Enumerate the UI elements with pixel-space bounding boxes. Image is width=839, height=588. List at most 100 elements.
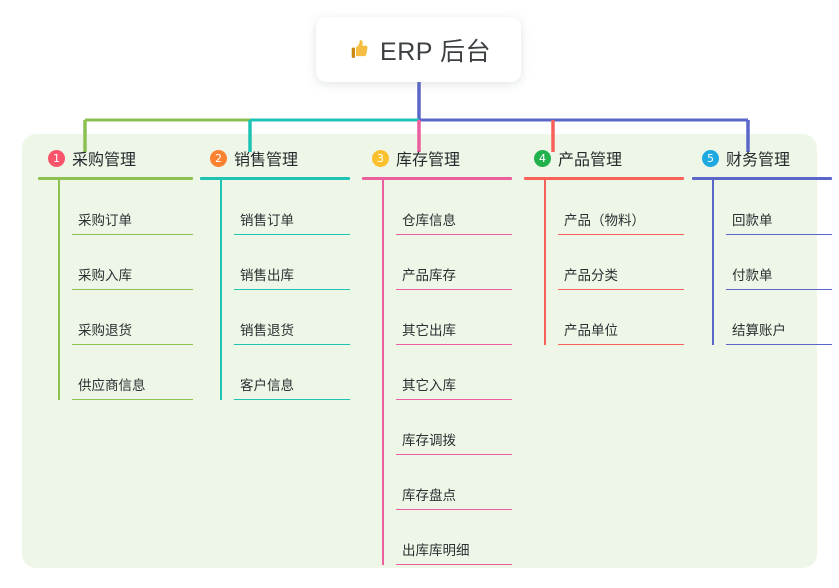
column-items: 回款单付款单结算账户 bbox=[692, 180, 832, 345]
column-item-label: 采购订单 bbox=[78, 212, 132, 228]
column-item-underline bbox=[234, 398, 350, 400]
column-items: 仓库信息产品库存其它出库其它入库库存调拨库存盘点出库库明细 bbox=[362, 180, 512, 565]
column-item-label: 仓库信息 bbox=[402, 212, 456, 228]
column-item-label: 库存调拨 bbox=[402, 432, 456, 448]
column-item-label: 其它入库 bbox=[402, 377, 456, 393]
column-item-label: 产品单位 bbox=[564, 322, 618, 338]
column-item-underline bbox=[72, 288, 193, 290]
column-item[interactable]: 出库库明细 bbox=[382, 510, 512, 565]
column-item[interactable]: 销售出库 bbox=[220, 235, 350, 290]
column-header[interactable]: 5 财务管理 bbox=[692, 146, 832, 170]
column-number-badge: 4 bbox=[534, 149, 551, 167]
thumbs-up-icon bbox=[346, 37, 371, 62]
column-item[interactable]: 供应商信息 bbox=[58, 345, 193, 400]
column-item[interactable]: 结算账户 bbox=[712, 290, 832, 345]
column-item[interactable]: 产品单位 bbox=[544, 290, 684, 345]
column-销售管理: 2 销售管理销售订单销售出库销售退货客户信息 bbox=[200, 146, 350, 400]
root-node-card[interactable]: ERP 后台 bbox=[316, 17, 521, 82]
column-item-underline bbox=[234, 288, 350, 290]
column-item-label: 销售订单 bbox=[240, 212, 294, 228]
column-item[interactable]: 付款单 bbox=[712, 235, 832, 290]
column-header-underline bbox=[362, 177, 512, 180]
column-header[interactable]: 4 产品管理 bbox=[524, 146, 684, 170]
column-item-underline bbox=[234, 233, 350, 235]
column-财务管理: 5 财务管理回款单付款单结算账户 bbox=[692, 146, 832, 345]
column-item[interactable]: 采购入库 bbox=[58, 235, 193, 290]
column-title: 销售管理 bbox=[234, 152, 299, 169]
column-item[interactable]: 其它入库 bbox=[382, 345, 512, 400]
column-item-label: 销售退货 bbox=[240, 322, 294, 338]
column-header[interactable]: 1 采购管理 bbox=[38, 146, 193, 170]
column-item[interactable]: 产品分类 bbox=[544, 235, 684, 290]
column-title: 产品管理 bbox=[558, 152, 623, 169]
column-item-label: 出库库明细 bbox=[402, 542, 470, 558]
column-spine bbox=[712, 180, 714, 345]
column-item-label: 库存盘点 bbox=[402, 487, 456, 503]
column-spine bbox=[58, 180, 60, 400]
column-item-label: 客户信息 bbox=[240, 377, 294, 393]
column-spine bbox=[544, 180, 546, 345]
column-item[interactable]: 产品（物料） bbox=[544, 180, 684, 235]
column-item-label: 产品库存 bbox=[402, 267, 456, 283]
column-header-underline bbox=[524, 177, 684, 180]
column-item-underline bbox=[558, 288, 684, 290]
column-item-label: 采购退货 bbox=[78, 322, 132, 338]
column-items: 产品（物料） 产品分类产品单位 bbox=[524, 180, 684, 345]
column-item[interactable]: 回款单 bbox=[712, 180, 832, 235]
column-item[interactable]: 库存调拨 bbox=[382, 400, 512, 455]
column-item-label: 回款单 bbox=[732, 212, 773, 228]
root-node-title: ERP 后台 bbox=[380, 37, 491, 66]
column-item-underline bbox=[396, 288, 512, 290]
diagram-background-panel bbox=[22, 134, 817, 568]
column-number-badge: 3 bbox=[372, 149, 389, 167]
column-item-underline bbox=[396, 563, 512, 565]
column-item-underline bbox=[396, 508, 512, 510]
column-number-badge: 2 bbox=[210, 149, 227, 167]
column-item[interactable]: 销售订单 bbox=[220, 180, 350, 235]
column-item[interactable]: 采购订单 bbox=[58, 180, 193, 235]
column-header[interactable]: 2 销售管理 bbox=[200, 146, 350, 170]
column-item[interactable]: 销售退货 bbox=[220, 290, 350, 345]
column-item[interactable]: 采购退货 bbox=[58, 290, 193, 345]
column-item-underline bbox=[396, 453, 512, 455]
column-item-underline bbox=[72, 233, 193, 235]
column-采购管理: 1 采购管理采购订单采购入库采购退货供应商信息 bbox=[38, 146, 193, 400]
column-item-underline bbox=[726, 233, 832, 235]
column-item-label: 结算账户 bbox=[732, 322, 786, 338]
column-item-label: 供应商信息 bbox=[78, 377, 146, 393]
column-item-underline bbox=[72, 398, 193, 400]
column-产品管理: 4 产品管理产品（物料） 产品分类产品单位 bbox=[524, 146, 684, 345]
column-spine bbox=[382, 180, 384, 565]
column-item[interactable]: 客户信息 bbox=[220, 345, 350, 400]
column-item-underline bbox=[558, 343, 684, 345]
column-header-underline bbox=[692, 177, 832, 180]
column-item-underline bbox=[234, 343, 350, 345]
column-title: 财务管理 bbox=[726, 152, 791, 169]
column-item[interactable]: 产品库存 bbox=[382, 235, 512, 290]
column-item-underline bbox=[396, 343, 512, 345]
column-item-label: 产品分类 bbox=[564, 267, 618, 283]
column-number-badge: 1 bbox=[48, 149, 65, 167]
column-header-underline bbox=[38, 177, 193, 180]
column-item-underline bbox=[72, 343, 193, 345]
column-number-badge: 5 bbox=[702, 149, 719, 167]
column-item-label: 销售出库 bbox=[240, 267, 294, 283]
column-item-label: 其它出库 bbox=[402, 322, 456, 338]
column-item-underline bbox=[396, 233, 512, 235]
column-item-underline bbox=[726, 343, 832, 345]
column-items: 销售订单销售出库销售退货客户信息 bbox=[200, 180, 350, 400]
column-item-label: 产品（物料） bbox=[564, 212, 645, 228]
column-items: 采购订单采购入库采购退货供应商信息 bbox=[38, 180, 193, 400]
column-item[interactable]: 库存盘点 bbox=[382, 455, 512, 510]
column-item[interactable]: 其它出库 bbox=[382, 290, 512, 345]
column-item[interactable]: 仓库信息 bbox=[382, 180, 512, 235]
column-item-label: 采购入库 bbox=[78, 267, 132, 283]
column-item-underline bbox=[726, 288, 832, 290]
column-spine bbox=[220, 180, 222, 400]
column-header-underline bbox=[200, 177, 350, 180]
column-item-underline bbox=[396, 398, 512, 400]
column-item-label: 付款单 bbox=[732, 267, 773, 283]
column-title: 采购管理 bbox=[72, 152, 137, 169]
